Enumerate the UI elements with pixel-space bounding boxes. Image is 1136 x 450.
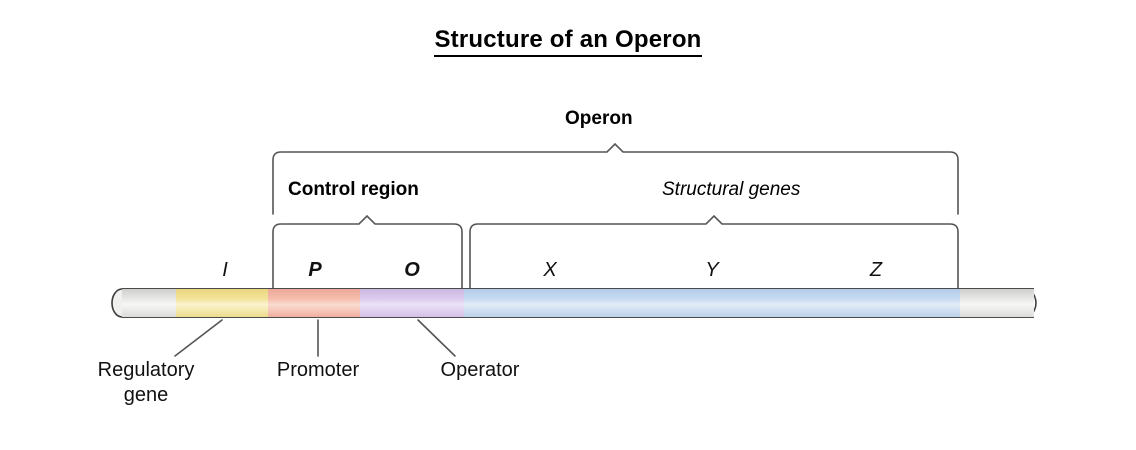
structural-genes-bracket xyxy=(469,214,959,289)
segment-structural-gene-x xyxy=(464,288,630,318)
structural-genes-label: Structural genes xyxy=(662,179,801,200)
promoter-letter: P xyxy=(308,259,322,281)
segment-flanking-dna-right xyxy=(960,288,1034,318)
control-region-bracket xyxy=(272,214,463,289)
regulatory-gene-leader xyxy=(174,319,223,357)
promoter-callout: Promoter xyxy=(276,359,360,381)
control-region-label: Control region xyxy=(288,179,419,200)
operon-bracket xyxy=(272,142,959,215)
gene-y-letter: Y xyxy=(705,259,719,281)
operon-label: Operon xyxy=(565,108,633,129)
page-title-text: Structure of an Operon xyxy=(434,26,702,57)
segment-operator xyxy=(360,288,468,318)
operon-bar xyxy=(112,288,1034,318)
segment-structural-gene-y xyxy=(626,288,790,318)
regulatory-gene-letter: I xyxy=(222,259,228,281)
segment-structural-gene-z xyxy=(786,288,964,318)
gene-z-letter: Z xyxy=(869,259,883,281)
operator-letter: O xyxy=(404,259,420,281)
segment-promoter xyxy=(268,288,364,318)
segment-regulatory-gene xyxy=(176,288,282,318)
gene-x-letter: X xyxy=(543,259,557,281)
operator-leader xyxy=(417,319,456,357)
operator-callout: Operator xyxy=(440,359,520,381)
regulatory-gene-callout: Regulatory gene xyxy=(97,359,195,406)
page-title: Structure of an Operon xyxy=(0,26,1136,57)
